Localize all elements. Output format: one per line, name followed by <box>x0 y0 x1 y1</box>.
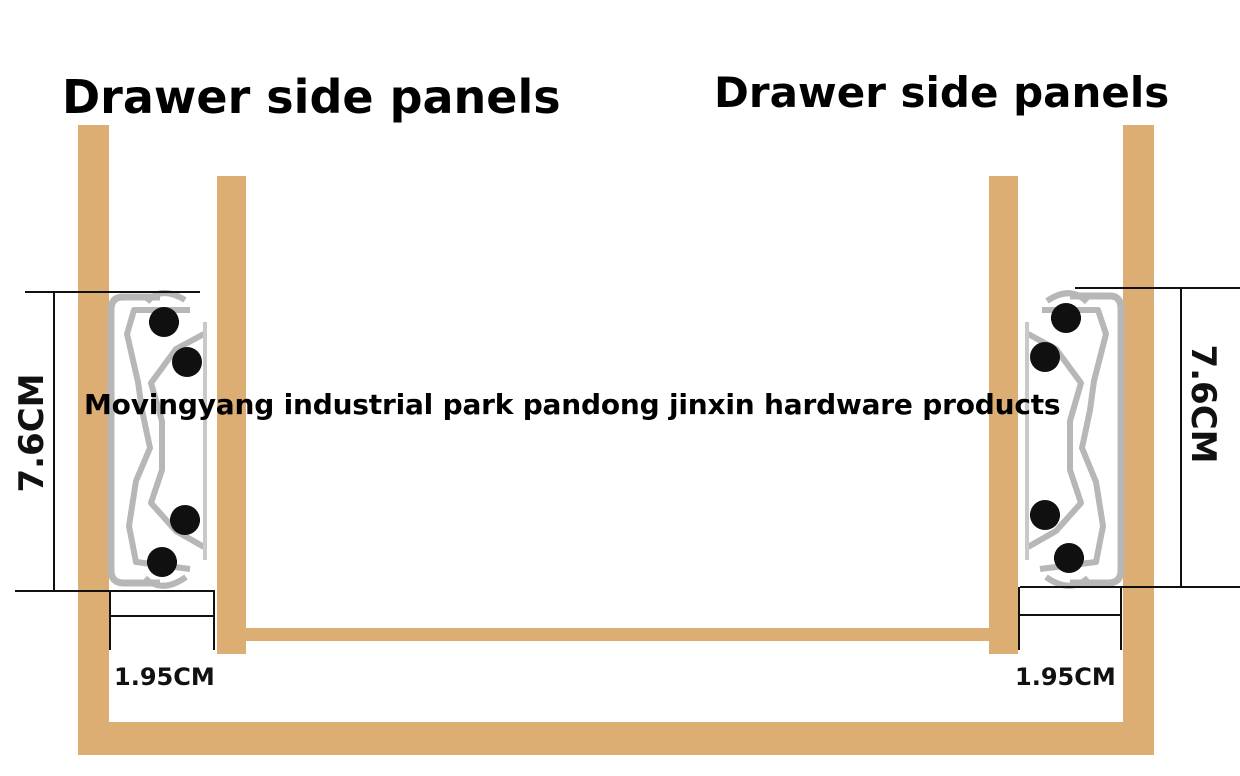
outer-cabinet-bottom-panel <box>78 722 1154 755</box>
outer-cabinet-left-panel <box>78 125 109 755</box>
drawer-bottom-panel <box>238 628 998 641</box>
left-width-label: 1.95CM <box>114 663 215 691</box>
left-slide-rail <box>107 290 207 589</box>
left-rail-screw-2 <box>172 347 202 377</box>
drawer-left-side-panel <box>217 176 246 654</box>
right-slide-rail <box>1025 290 1125 589</box>
right-height-dimension <box>1020 287 1240 588</box>
left-width-dimension <box>109 591 215 650</box>
drawer-right-side-panel <box>989 176 1018 654</box>
outer-cabinet-right-panel <box>1123 125 1154 755</box>
left-height-dimension <box>15 291 215 592</box>
left-drawer-side-panels-label: Drawer side panels <box>62 70 561 124</box>
right-rail-screw-2 <box>1030 342 1060 372</box>
right-height-label: 7.6CM <box>1183 344 1223 464</box>
manufacturer-watermark-text: Movingyang industrial park pandong jinxi… <box>84 388 1061 421</box>
left-height-label: 7.6CM <box>12 373 52 493</box>
right-drawer-side-panels-label: Drawer side panels <box>714 68 1170 117</box>
right-width-label: 1.95CM <box>1015 663 1116 691</box>
right-width-dimension <box>1018 587 1122 650</box>
